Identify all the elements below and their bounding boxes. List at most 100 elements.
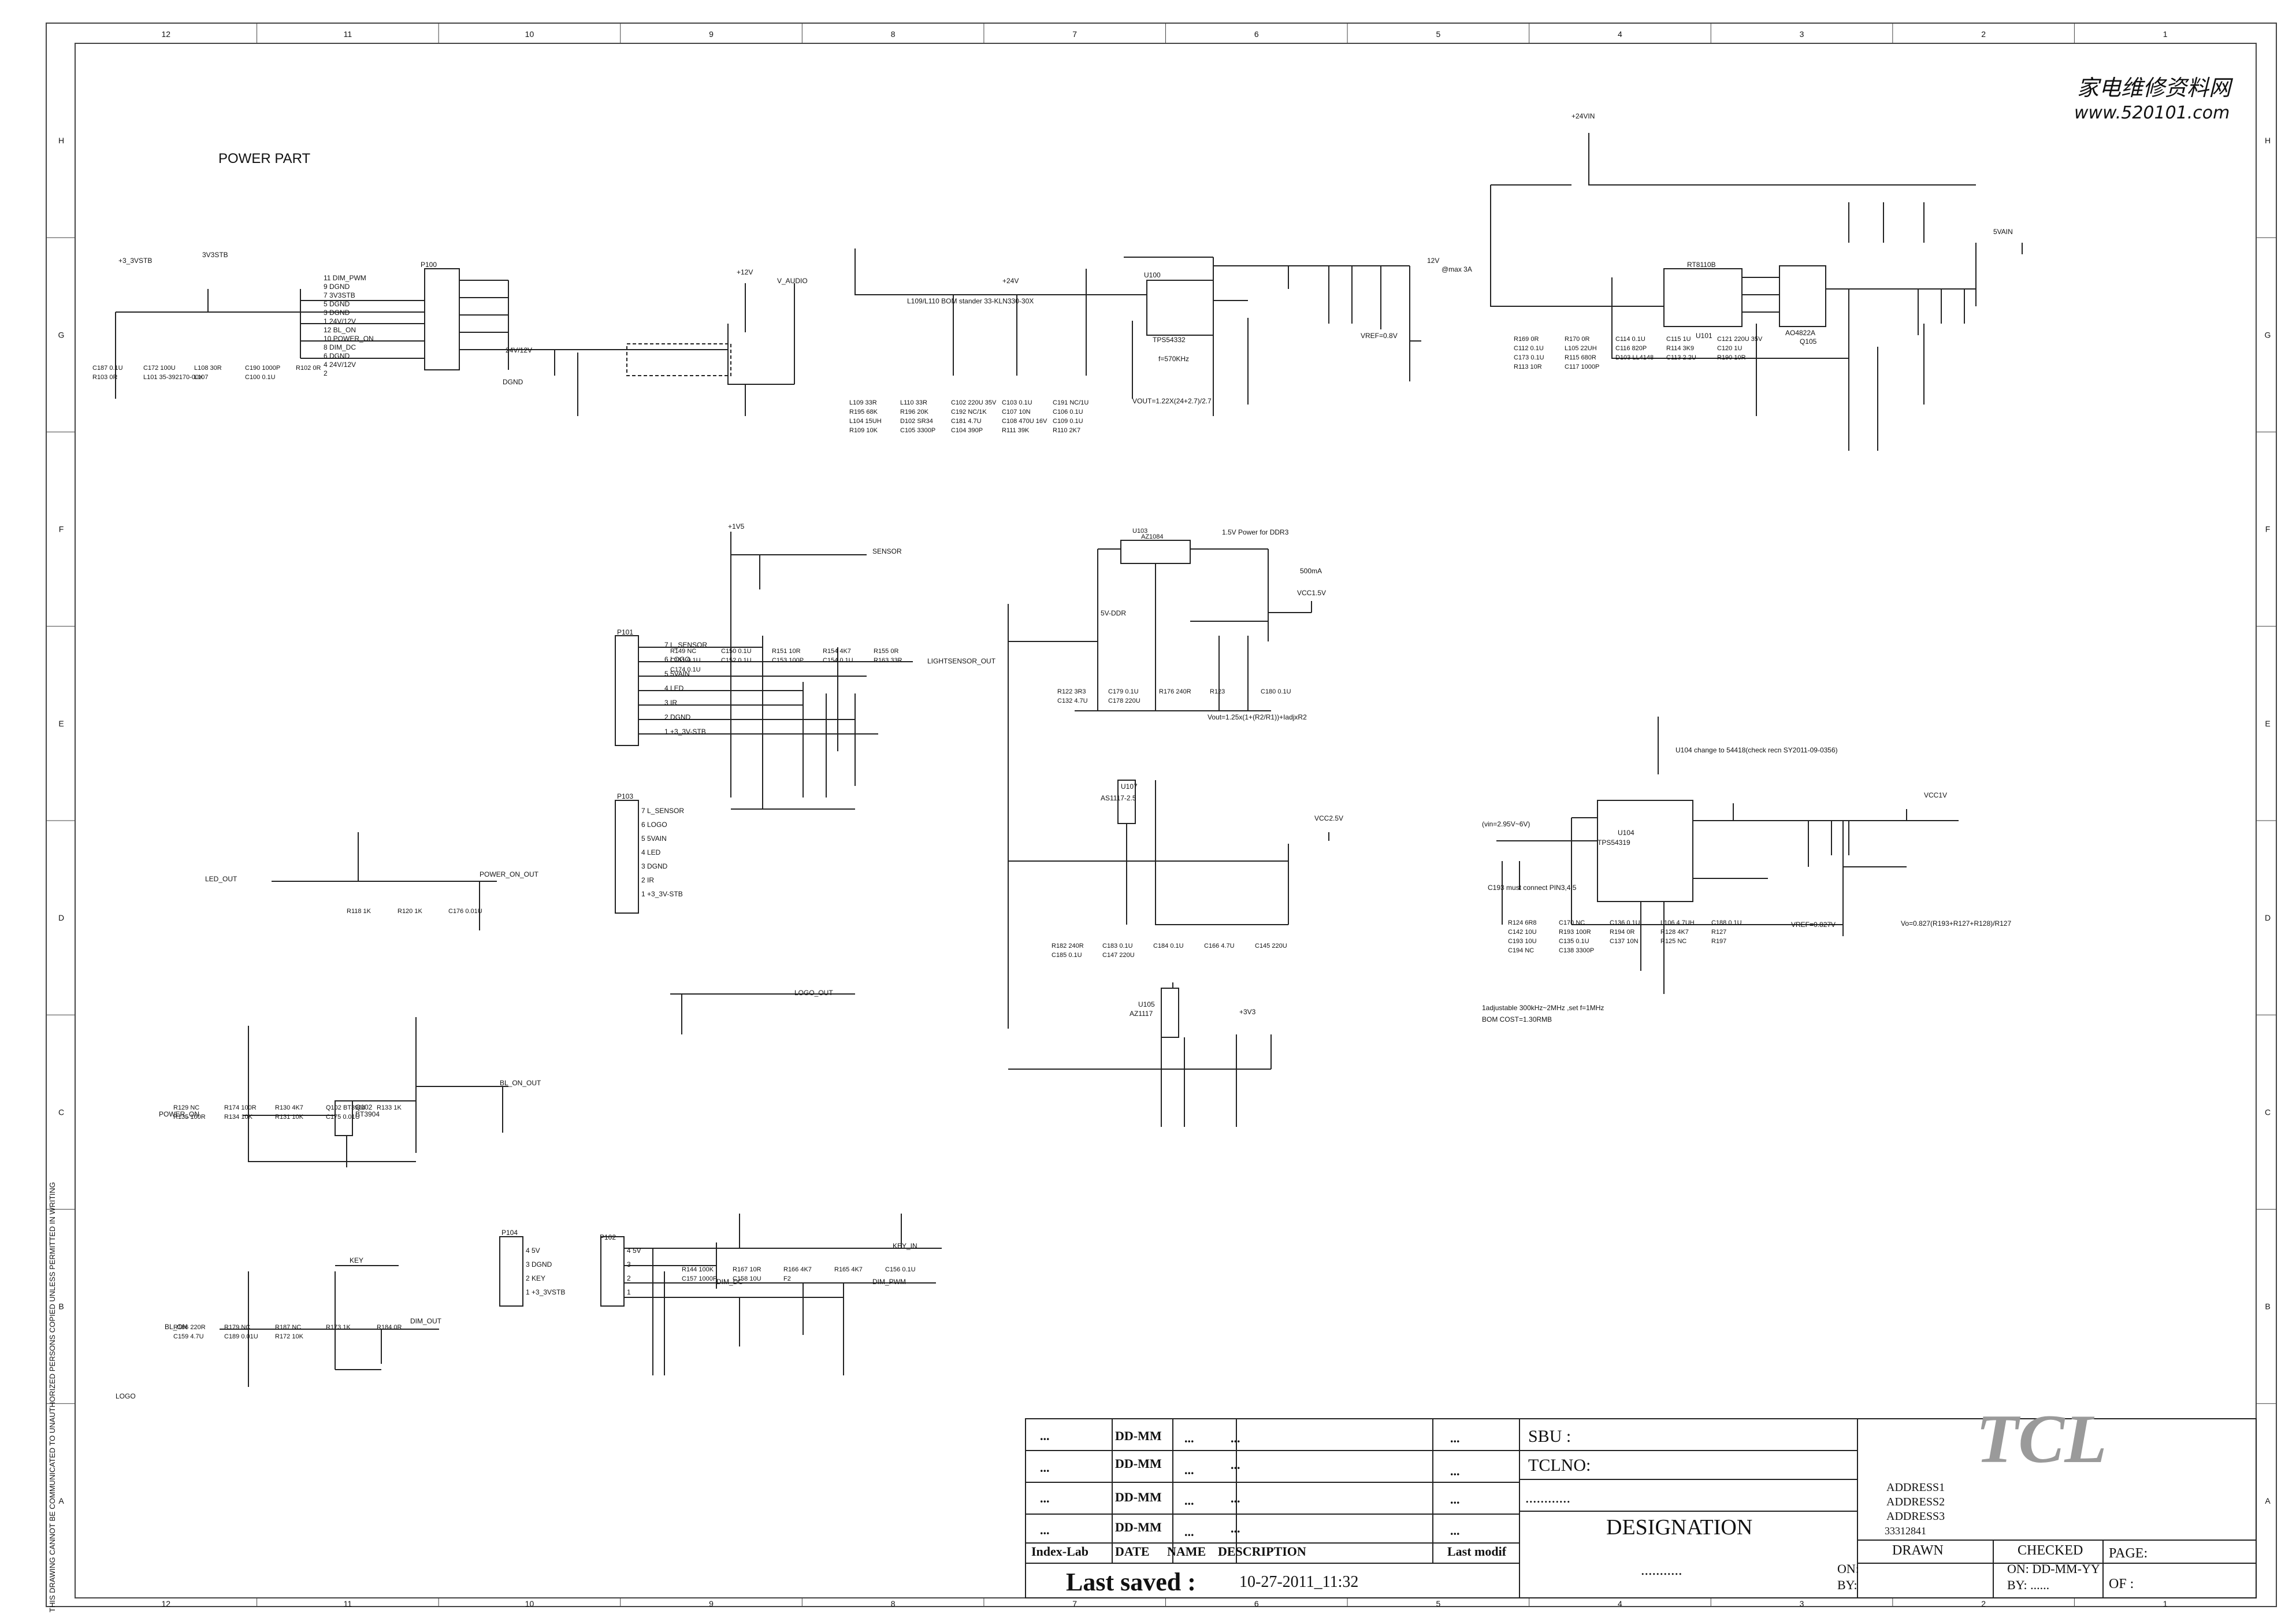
component-label: R170 0R — [1565, 336, 1589, 343]
chip-u104-ref: U104 — [1618, 829, 1634, 837]
net-label: KEY_IN — [893, 1242, 917, 1250]
chip-u107-part: AS1117-2.5 — [1101, 794, 1136, 802]
column-marker-bottom: 1 — [2163, 1599, 2168, 1608]
row-marker-right: B — [2265, 1302, 2270, 1311]
component-label: R127 — [1711, 929, 1726, 936]
chip-q102-ref: Q102 — [355, 1103, 373, 1111]
component-label: C159 4.7U — [173, 1333, 204, 1340]
column-marker-top: 7 — [1072, 29, 1077, 39]
chip-u107 — [1117, 780, 1136, 824]
connector-p103 — [615, 800, 639, 914]
component-label: C157 1000P — [682, 1275, 717, 1282]
net-label: LOGO — [116, 1392, 136, 1400]
component-label: C109 0.1U — [1053, 418, 1083, 425]
component-label: R125 NC — [1660, 938, 1686, 945]
component-label: C117 1000P — [1565, 363, 1599, 370]
component-label: C175 0.01U — [326, 1114, 360, 1121]
note-u104: U104 change to 54418(check recn SY2011-0… — [1675, 746, 1838, 754]
tcl-logo: TCL — [1976, 1400, 2107, 1477]
component-label: R166 4K7 — [783, 1266, 812, 1273]
component-label: R134 10K — [224, 1114, 253, 1121]
component-label: L101 35-392170-00X — [143, 374, 203, 381]
connector-pin-label: 3 IR — [664, 699, 677, 707]
component-label: C107 10N — [1002, 409, 1031, 416]
note-vo: Vo=0.827(R193+R127+R128)/R127 — [1901, 919, 2011, 928]
note-l109: L109/L110 BOM stander 33-KLN330-30X — [907, 297, 1034, 305]
chip-u101-ref: U101 — [1696, 332, 1712, 340]
component-label: C154 0.1U — [823, 657, 853, 664]
component-label: R151 10R — [772, 648, 801, 655]
connector-pin-label: 1 24V/12V — [324, 317, 356, 325]
component-label: R135 100R — [173, 1114, 206, 1121]
component-label: Q102 BT3904 — [326, 1104, 366, 1111]
outer-frame — [46, 23, 2277, 1607]
component-label: R103 0R — [92, 374, 117, 381]
net-label: LIGHTSENSOR_OUT — [927, 657, 996, 665]
net-label: +12V — [737, 268, 753, 276]
row-marker-left: D — [58, 913, 64, 922]
connector-pin-label: 5 5VAIN — [641, 834, 667, 843]
section-title: POWER PART — [218, 151, 310, 166]
tb-row4-date: DD-MM — [1115, 1520, 1162, 1534]
column-marker-top: 10 — [525, 29, 534, 39]
chip-q105 — [1779, 265, 1826, 327]
column-marker-top: 1 — [2163, 29, 2168, 39]
note-500ma: 500mA — [1300, 567, 1322, 575]
component-label: R110 2K7 — [1053, 427, 1080, 434]
connector-pin-label: 6 LOGO — [664, 655, 690, 663]
chip-q105-ref: Q105 — [1800, 337, 1817, 346]
row-marker-right: H — [2265, 136, 2271, 145]
component-label: R128 4K7 — [1660, 929, 1689, 936]
net-label: 3V3STB — [202, 251, 228, 259]
component-label: R118 1K — [347, 908, 371, 915]
connector-pin-label: 3 DGND — [641, 862, 668, 870]
chip-u104-part: TPS54319 — [1597, 839, 1630, 847]
tclno-label: TCLNO: — [1528, 1456, 1591, 1475]
connector-pin-label: 3 DGND — [324, 309, 350, 317]
component-label: R131 10K — [275, 1114, 304, 1121]
net-label: VCC2.5V — [1314, 814, 1343, 822]
connector-pin-label: 5 5VAIN — [664, 670, 690, 678]
component-label: R123 — [1210, 688, 1225, 695]
column-marker-bottom: 3 — [1800, 1599, 1804, 1608]
connector-p101 — [615, 635, 639, 746]
net-label: KEY — [350, 1256, 363, 1264]
component-label: D103 LL4148 — [1615, 354, 1654, 361]
connector-pin-label: 1 +3_3VSTB — [526, 1288, 565, 1296]
tb-row2-date: DD-MM — [1115, 1456, 1162, 1471]
component-label: C156 0.1U — [885, 1266, 916, 1273]
chip-u101-part: RT8110B — [1687, 261, 1716, 269]
component-label: C192 NC/1K — [951, 409, 987, 416]
tb-row4-index: ... — [1040, 1523, 1050, 1537]
chip-u105-part: AZ1117 — [1130, 1010, 1153, 1018]
note-freq: f=570KHz — [1158, 355, 1189, 363]
net-label: DGND — [503, 378, 523, 386]
component-label: C106 0.1U — [1053, 409, 1083, 416]
tb-row2-index: ... — [1040, 1460, 1050, 1475]
connector-pin-label: 6 DGND — [324, 352, 350, 360]
component-label: L107 — [194, 374, 208, 381]
tb-row1-date: DD-MM — [1115, 1429, 1162, 1443]
connector-pin-label: 6 LOGO — [641, 821, 667, 829]
component-label: R163 33R — [874, 657, 902, 664]
component-label: C176 0.01U — [448, 908, 482, 915]
component-label: C121 220U 35V — [1717, 336, 1763, 343]
tb-row1-modif: ... — [1450, 1431, 1460, 1445]
component-label: R167 10R — [733, 1266, 761, 1273]
net-label: LED_OUT — [205, 875, 237, 883]
connector-p101-ref: P101 — [617, 628, 633, 636]
component-label: R193 100R — [1559, 929, 1591, 936]
component-label: C105 3300P — [900, 427, 935, 434]
component-label: R176 240R — [1159, 688, 1191, 695]
net-label: 12V — [1427, 257, 1439, 265]
checked-by: BY: ...... — [2007, 1578, 2049, 1592]
connector-pin-label: 2 — [627, 1274, 631, 1282]
component-label: R174 100R — [224, 1104, 257, 1111]
component-label: C173 0.1U — [1514, 354, 1544, 361]
component-label: C132 4.7U — [1057, 698, 1088, 704]
chip-u104 — [1597, 800, 1693, 902]
note-vout-buck: VOUT=1.22X(24+2.7)/2.7 — [1132, 397, 1212, 405]
component-label: C135 0.1U — [1559, 938, 1589, 945]
